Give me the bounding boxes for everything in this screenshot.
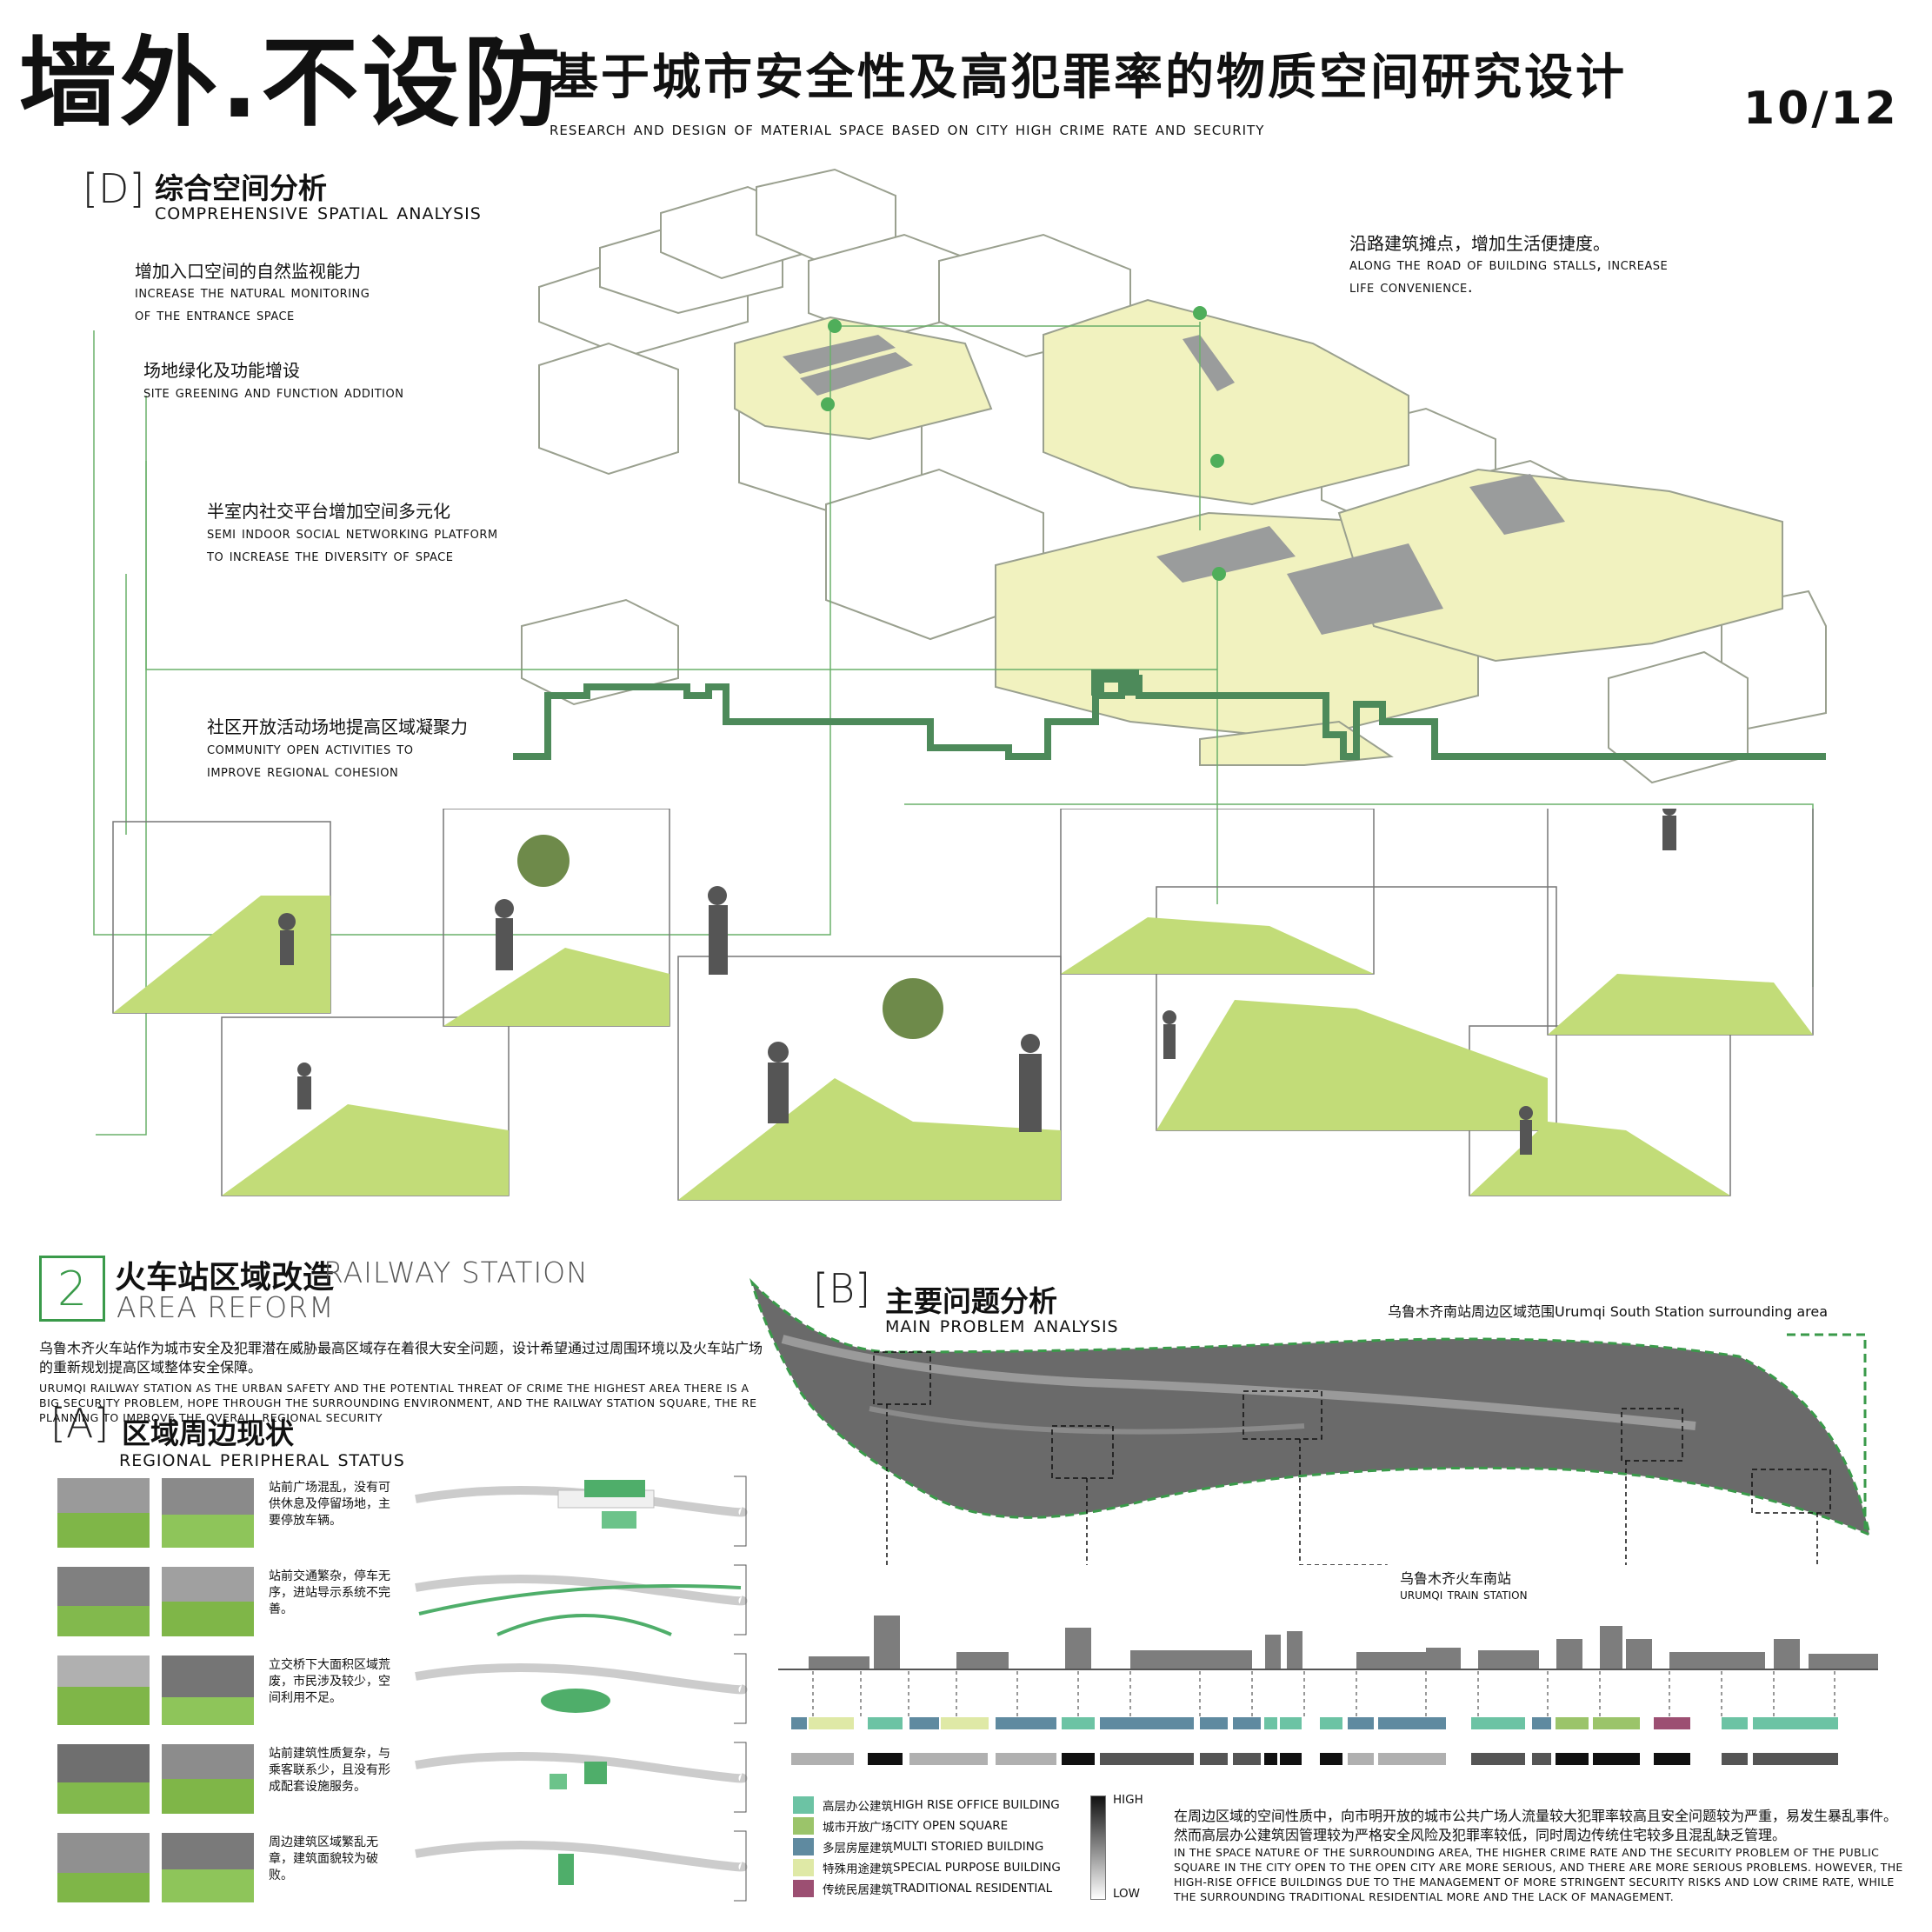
status-row-2: 站前交通繁杂，停车无序，进站导示系统不完善。: [37, 1562, 751, 1638]
status-plan: [415, 1653, 748, 1724]
page-number: 10/12: [1743, 83, 1899, 135]
section-d-letter: [D]: [83, 165, 145, 212]
anno-5-en2: life convenience.: [1349, 277, 1474, 296]
status-text: 立交桥下大面积区域荒废，市民涉及较少，空间利用不足。: [269, 1658, 390, 1705]
anno-4-cn: 社区开放活动场地提高区域凝聚力: [207, 716, 468, 737]
section-a-letter: [A]: [50, 1400, 110, 1447]
section-a-title-cn: 区域周边现状: [122, 1416, 294, 1450]
status-photo: [162, 1656, 254, 1725]
status-photo: [57, 1656, 150, 1725]
anno-3-en: Semi indoor social networking platform: [207, 523, 498, 543]
section-2-title-en2: AREA REFORM: [117, 1290, 335, 1324]
status-photo: [57, 1744, 150, 1814]
legend-item: 特殊用途建筑 SPECIAL PURPOSE BUILDING: [793, 1857, 1061, 1878]
legend-swatch: [793, 1838, 814, 1855]
anno-2-en: Site greening and function addition: [143, 383, 404, 402]
status-plan: [415, 1476, 748, 1547]
station-label-en: Urumqi train station: [1400, 1586, 1528, 1603]
status-plan: [415, 1830, 748, 1902]
scale-high-label: HIGH: [1113, 1793, 1143, 1807]
section-b-letter: [B]: [813, 1265, 871, 1312]
legend-swatch: [793, 1880, 814, 1897]
legend-label-cn: 特殊用途建筑: [823, 1862, 893, 1876]
legend-label-cn: 城市开放广场: [823, 1821, 893, 1835]
perspective-vignettes: [112, 809, 1814, 1201]
anno-5-en: Along the road of building stalls, incre…: [1349, 255, 1669, 274]
summary-en: In the space nature of the surrounding a…: [1174, 1846, 1903, 1903]
section-2-intro-en: Urumqi railway station as the urban safe…: [39, 1382, 757, 1424]
legend-label-en: SPECIAL PURPOSE BUILDING: [893, 1861, 1061, 1875]
status-photo: [57, 1478, 150, 1548]
status-photo: [162, 1478, 254, 1548]
anno-4-en2: improve regional cohesion: [207, 762, 399, 781]
legend-label-en: CITY OPEN SQUARE: [893, 1819, 1009, 1833]
legend-label-cn: 高层办公建筑: [823, 1800, 893, 1814]
anno-3-en2: to increase the diversity of space: [207, 546, 454, 565]
section-b-title-en: Main problem analysis: [885, 1311, 1119, 1338]
aerial-map: [749, 1278, 1872, 1565]
title-cn: 基于城市安全性及高犯罪率的物质空间研究设计: [550, 50, 1627, 106]
anno-1-en2: of the entrance space: [135, 305, 295, 324]
section-d-title-cn: 综合空间分析: [155, 171, 327, 205]
status-text: 站前广场混乱，没有可供休息及停留场地，主要停放车辆。: [269, 1481, 390, 1528]
axonometric-diagram: [93, 168, 1827, 1136]
legend-swatch: [793, 1817, 814, 1835]
section-b-title-cn: 主要问题分析: [885, 1284, 1057, 1318]
anno-1-cn: 增加入口空间的自然监视能力: [135, 261, 361, 282]
legend-label-en: TRADITIONAL RESIDENTIAL: [893, 1882, 1053, 1895]
legend-label-cn: 多层房屋建筑: [823, 1842, 893, 1855]
anno-1-en: Increase the natural monitoring: [135, 283, 370, 302]
anno-5-cn: 沿路建筑摊点，增加生活便捷度。: [1349, 233, 1610, 254]
section-d-title-en: Comprehensive spatial analysis: [155, 198, 482, 225]
status-photo: [57, 1567, 150, 1636]
legend-swatch: [793, 1796, 814, 1814]
scale-low-label: LOW: [1113, 1887, 1141, 1901]
title-en: Research and design of material space ba…: [550, 118, 1265, 140]
anno-4-en: Community open activities to: [207, 739, 414, 758]
section-2-intro-cn: 乌鲁木齐火车站作为城市安全及犯罪潜在威胁最高区域存在着很大安全问题，设计希望通过…: [39, 1340, 763, 1376]
status-plan: [415, 1564, 748, 1636]
status-photo: [162, 1744, 254, 1814]
main-title: 墙外.不设防: [19, 27, 564, 140]
status-text: 周边建筑区域繁乱无章，建筑面貌较为破败。: [269, 1835, 378, 1882]
status-text: 站前建筑性质复杂，与乘客联系少，且没有形成配套设施服务。: [269, 1747, 390, 1794]
legend-item: 城市开放广场 CITY OPEN SQUARE: [793, 1815, 1008, 1836]
crime-scale-bar: [1090, 1795, 1106, 1900]
function-bar: [791, 1717, 1838, 1729]
status-row-3: 立交桥下大面积区域荒废，市民涉及较少，空间利用不足。: [37, 1650, 751, 1727]
status-row-5: 周边建筑区域繁乱无章，建筑面貌较为破败。: [37, 1828, 751, 1904]
status-photo: [162, 1567, 254, 1636]
status-row-4: 站前建筑性质复杂，与乘客联系少，且没有形成配套设施服务。: [37, 1739, 751, 1815]
legend-label-en: MULTI STORIED BUILDING: [893, 1840, 1044, 1854]
legend-swatch: [793, 1859, 814, 1876]
status-plan: [415, 1742, 748, 1813]
legend-item: 传统民居建筑 TRADITIONAL RESIDENTIAL: [793, 1878, 1052, 1899]
legend-label-en: HIGH RISE OFFICE BUILDING: [893, 1798, 1060, 1812]
station-label-cn: 乌鲁木齐火车南站: [1400, 1570, 1512, 1587]
section-a-title-en: Regional peripheral status: [119, 1445, 405, 1472]
summary-cn: 在周边区域的空间性质中，向市明开放的城市公共广场人流量较大犯罪率较高且安全问题较…: [1174, 1808, 1898, 1843]
status-photo: [162, 1833, 254, 1902]
status-row-1: 站前广场混乱，没有可供休息及停留场地，主要停放车辆。: [37, 1473, 751, 1549]
anno-2-cn: 场地绿化及功能增设: [143, 360, 300, 381]
legend-item: 高层办公建筑 HIGH RISE OFFICE BUILDING: [793, 1795, 1060, 1815]
skyline-strip: [778, 1616, 1878, 1717]
area-label: 乌鲁木齐南站周边区域范围Urumqi South Station surroun…: [1388, 1303, 1828, 1320]
anno-3-cn: 半室内社交平台增加空间多元化: [207, 501, 450, 522]
crime-bar: [791, 1753, 1838, 1765]
section-2-title-en1: RAILWAY STATION: [323, 1256, 589, 1289]
status-photo: [57, 1833, 150, 1902]
legend-label-cn: 传统民居建筑: [823, 1883, 893, 1897]
section-2-number: 2: [39, 1256, 105, 1322]
status-text: 站前交通繁杂，停车无序，进站导示系统不完善。: [269, 1569, 390, 1616]
section-2-title-cn: 火车站区域改造: [115, 1260, 335, 1296]
legend-item: 多层房屋建筑 MULTI STORIED BUILDING: [793, 1836, 1043, 1857]
